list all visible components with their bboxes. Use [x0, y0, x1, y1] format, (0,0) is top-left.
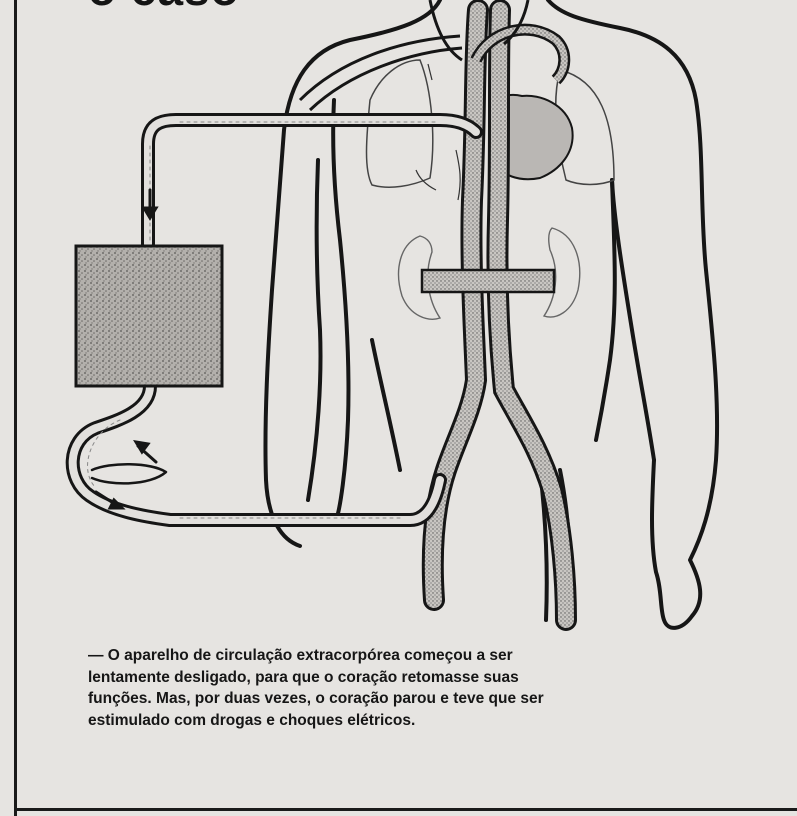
- illustration-caption: — O aparelho de circulação extracorpórea…: [88, 645, 568, 731]
- oxygenator-machine: [76, 246, 222, 386]
- bottom-border-rule: [14, 808, 797, 811]
- extracorporeal-circulation-illustration: [0, 0, 797, 640]
- anatomy-details: [416, 64, 460, 200]
- caption-text: — O aparelho de circulação extracorpórea…: [88, 645, 568, 731]
